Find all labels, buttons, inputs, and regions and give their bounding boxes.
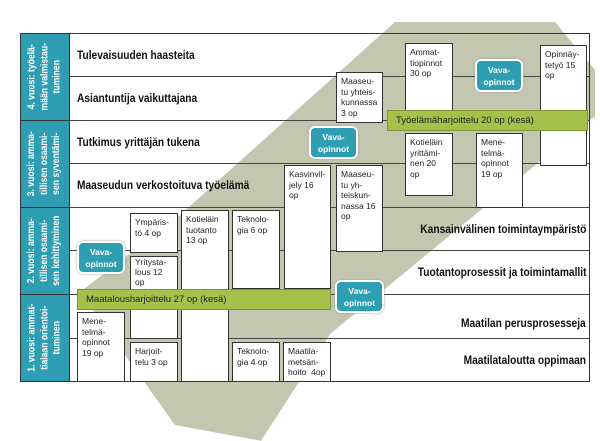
year-3-label: 3. vuosi: amma- tillisen osaami- sen syv…: [20, 120, 70, 208]
row-label: Tulevaisuuden haasteita: [77, 48, 195, 62]
course-box: Ammat- tiopinnot 30 op: [405, 43, 453, 118]
course-box: Maatila- metsän- hoito 4op: [283, 342, 331, 382]
course-box: Kasvinvil- jely 16 op: [284, 165, 331, 289]
tyoelamaharjoittelu-bar: Työelämäharjoittelu 20 op (kesä): [387, 110, 588, 131]
year-4-label: 4. vuosi: työelä- mään valmistau- tumine…: [20, 33, 70, 121]
course-box: Mene- telmä- opinnot 19 op: [77, 312, 125, 382]
row-label: Tuotantoprosessit ja toimintamallit: [417, 265, 586, 279]
course-box: Teknolo- gia 4 op: [232, 342, 280, 382]
course-box: Opinnäy- tetyö 15 op: [540, 45, 587, 166]
row-label: Maaseudun verkostoituva työelämä: [77, 178, 250, 192]
row-label: Maatilan perusprosesseja: [461, 316, 586, 330]
row-divider: [70, 120, 590, 121]
row-label: Maatilataloutta oppimaan: [463, 353, 586, 367]
vava-opinnot-badge: Vava- opinnot: [335, 280, 384, 313]
row-divider: [70, 163, 590, 164]
course-box: Kotieläin yrittämi- nen 20 op: [405, 133, 453, 196]
year-1-label: 1. vuosi: ammat- tialaan orientoi- tumin…: [20, 294, 70, 382]
course-box: Maaseu- tu yhteis- kunnassa 3 op: [336, 72, 383, 123]
course-box: Maaseu- tu yh- teiskun- nassa 16 op: [336, 165, 383, 252]
row-label: Kansainvälinen toimintaympäristö: [419, 222, 586, 236]
vava-opinnot-badge: Vava- opinnot: [309, 126, 358, 159]
vava-opinnot-badge: Vava- opinnot: [77, 241, 125, 274]
course-box: Mene- telmä- opinnot 19 op: [476, 133, 523, 208]
row-divider: [70, 76, 590, 77]
row-label: Tutkimus yrittäjän tukena: [77, 135, 200, 149]
course-box: Teknolo- gia 6 op: [232, 210, 280, 289]
course-box: Ympäris- tö 4 op: [130, 213, 178, 253]
row-label: Asiantuntija vaikuttajana: [77, 91, 198, 105]
vava-opinnot-badge: Vava- opinnot: [475, 59, 523, 92]
maatalousharjoittelu-bar: Maatalousharjoittelu 27 op (kesä): [77, 289, 331, 310]
row-divider: [70, 338, 590, 339]
year-2-label: 2. vuosi: amma- tillisen osaami- sen keh…: [20, 207, 70, 295]
course-box: Harjoit- telu 3 op: [130, 342, 178, 382]
